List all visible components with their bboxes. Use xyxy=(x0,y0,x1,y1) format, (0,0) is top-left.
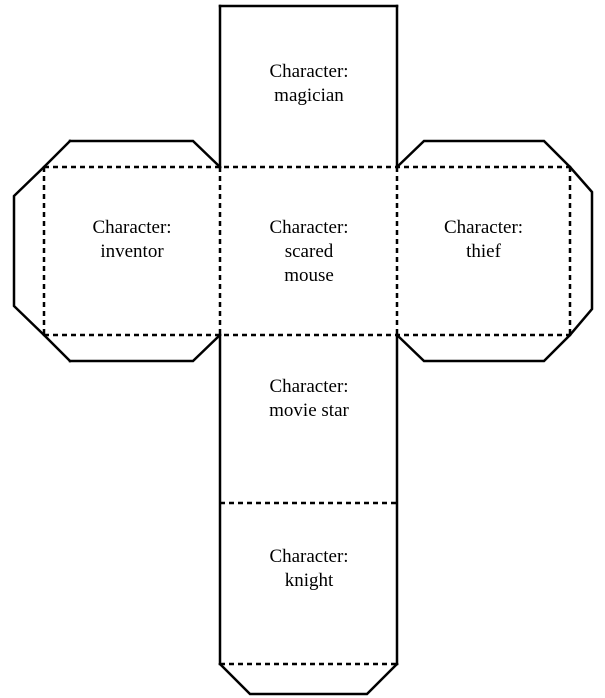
fold-lines xyxy=(42,165,572,666)
face-left-name: inventor xyxy=(100,241,164,262)
face-center-name-line1: scared xyxy=(284,241,334,262)
face-right-title: Character: xyxy=(443,217,524,238)
face-right-name: thief xyxy=(466,241,501,262)
face-left-label: Character: inventor xyxy=(44,216,220,264)
right-flap-outline xyxy=(395,139,594,363)
face-top-label: Character: magician xyxy=(220,60,398,108)
face-top-name: magician xyxy=(274,85,344,106)
face-left-title: Character: xyxy=(92,217,172,238)
face-bottom-name: knight xyxy=(284,570,334,591)
face-bottom-title: Character: xyxy=(269,546,349,567)
face-right-label: Character: thief xyxy=(397,216,570,264)
face-below-title: Character: xyxy=(269,376,349,397)
bottom-flap-outline xyxy=(218,662,399,696)
face-top-title: Character: xyxy=(269,61,349,82)
face-bottom-label: Character: knight xyxy=(220,545,398,593)
face-center-title: Character: xyxy=(269,217,349,238)
left-flap-outline xyxy=(12,139,222,363)
face-center-label: Character: scared mouse xyxy=(220,216,398,288)
face-below-name: movie star xyxy=(269,400,349,421)
face-below-label: Character: movie star xyxy=(220,375,398,423)
center-strip-outline xyxy=(218,4,399,666)
face-center-name-line2: mouse xyxy=(284,265,334,286)
